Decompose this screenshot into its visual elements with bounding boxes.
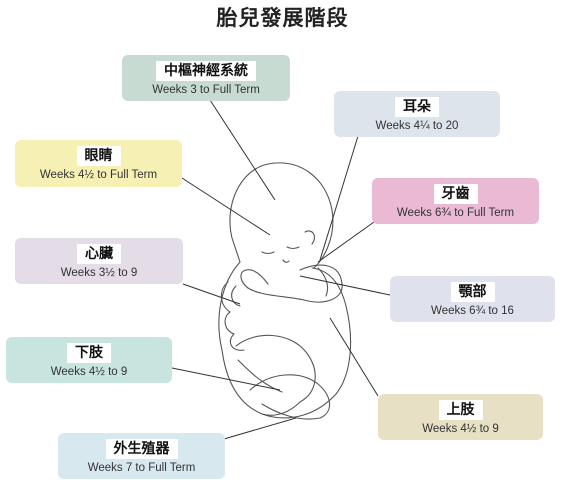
- cns-label: 中樞神經系統: [156, 60, 256, 81]
- heart-label: 心臟: [77, 243, 121, 264]
- cns-weeks: Weeks 3 to Full Term: [152, 83, 260, 96]
- upperlimb-weeks: Weeks 4½ to 9: [422, 422, 499, 435]
- palate-weeks: Weeks 6¾ to 16: [431, 304, 514, 317]
- genitals-label: 外生殖器: [105, 438, 178, 459]
- ears-weeks: Weeks 4¼ to 20: [375, 119, 459, 132]
- heart-box: 心臟 Weeks 3½ to 9: [15, 238, 183, 284]
- lowerlimb-label: 下肢: [67, 342, 111, 363]
- genitals-weeks: Weeks 7 to Full Term: [87, 461, 196, 474]
- lowerlimb-box: 下肢 Weeks 4½ to 9: [6, 337, 172, 383]
- palate-label: 顎部: [450, 281, 495, 302]
- eyes-label: 眼睛: [76, 146, 121, 166]
- palate-box: 顎部 Weeks 6¾ to 16: [390, 276, 555, 322]
- page-title: 胎兒發展階段: [216, 6, 349, 30]
- lowerlimb-weeks: Weeks 4½ to 9: [50, 365, 128, 378]
- teeth-label: 牙齒: [433, 183, 478, 204]
- cns-box: 中樞神經系統 Weeks 3 to Full Term: [122, 55, 290, 101]
- ears-box: 耳朵 Weeks 4¼ to 20: [334, 91, 500, 137]
- heart-weeks: Weeks 3½ to 9: [60, 266, 138, 279]
- eyes-weeks: Weeks 4½ to Full Term: [39, 169, 158, 181]
- fetus-outline: [218, 162, 352, 420]
- eyes-box: 眼睛 Weeks 4½ to Full Term: [15, 140, 182, 187]
- upperlimb-label: 上肢: [438, 399, 483, 420]
- genitals-box: 外生殖器 Weeks 7 to Full Term: [58, 433, 225, 479]
- upperlimb-box: 上肢 Weeks 4½ to 9: [378, 394, 543, 440]
- teeth-weeks: Weeks 6¾ to Full Term: [396, 206, 515, 219]
- ears-label: 耳朵: [395, 96, 439, 117]
- teeth-box: 牙齒 Weeks 6¾ to Full Term: [372, 178, 539, 224]
